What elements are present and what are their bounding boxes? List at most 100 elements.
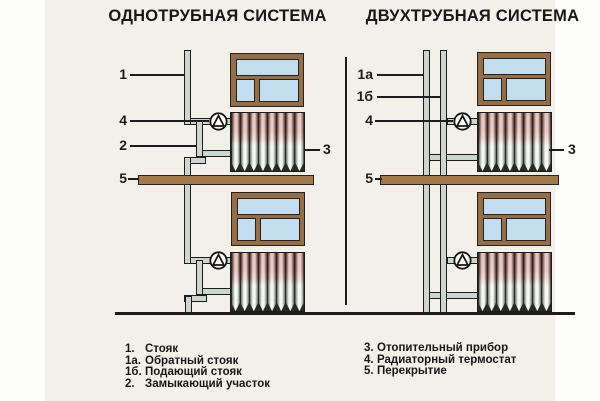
legend-item: 1. Стояк [125, 343, 270, 356]
window [477, 52, 551, 106]
callout-thermostat: 4 [365, 112, 373, 128]
radiator-section [258, 253, 267, 311]
radiator [477, 112, 552, 172]
legend-item-number: 1. [125, 343, 135, 355]
callout-bypass: 2 [119, 137, 127, 153]
radiator-section [542, 253, 551, 311]
legend-item: 3. Отопительный прибор [364, 342, 516, 355]
callout-riser: 1 [119, 66, 127, 82]
radiator-section [258, 113, 267, 171]
legend-item-number: 5. [364, 365, 374, 378]
thermostat-valve-icon [209, 112, 228, 131]
radiator-section [231, 113, 240, 171]
window-pane [483, 218, 503, 242]
radiator [230, 252, 305, 312]
radiator-section [542, 113, 551, 171]
window [477, 192, 551, 246]
legend-item-number: 4. [364, 353, 374, 366]
right-panel-title: ДВУХТРУБНАЯ СИСТЕМА [365, 7, 580, 25]
radiator-section [478, 113, 487, 171]
pipe-bypass-section [196, 260, 203, 295]
radiator-section [240, 113, 249, 171]
window [231, 192, 305, 246]
pipe-bypass-section [196, 121, 203, 157]
leader-line [375, 178, 382, 180]
window [230, 53, 304, 107]
radiator-section [249, 253, 258, 311]
radiator-section [268, 113, 277, 171]
callout-return-riser: 1а [357, 66, 373, 82]
radiator-section [231, 253, 240, 311]
leader-line [130, 120, 209, 122]
window-pane [483, 78, 503, 102]
radiator-section [533, 253, 542, 311]
legend-item-number: 3. [364, 342, 374, 354]
radiator [477, 252, 552, 312]
pipe-radiator-return [423, 292, 481, 299]
radiator-section [524, 253, 533, 311]
legend-item-text: Перекрытие [377, 365, 447, 378]
legend-item-text: Радиаторный термостат [377, 353, 517, 366]
radiator-section [286, 253, 295, 311]
thermostat-valve-icon [453, 251, 472, 270]
leader-line [128, 178, 139, 180]
legend-right: 3. Отопительный прибор 4. Радиаторный те… [364, 342, 517, 378]
legend-item: 2. Замыкающий участок [125, 378, 271, 391]
radiator [230, 112, 305, 172]
floor-slab [380, 175, 559, 185]
callout-floor: 5 [365, 170, 373, 186]
legend-item: 1а. Обратный стояк [125, 354, 270, 368]
radiator-section [240, 253, 249, 311]
ground-line [115, 312, 575, 315]
radiator-section [277, 253, 286, 311]
legend-item-text: Замыкающий участок [145, 378, 271, 391]
radiator-section [515, 253, 524, 311]
radiator-section [286, 113, 295, 171]
callout-thermostat: 4 [119, 112, 127, 128]
leader-line [377, 96, 440, 98]
radiator-section [295, 113, 304, 171]
legend-item-text: Подающий стояк [145, 366, 242, 379]
legend-item-number: 1б. [125, 366, 142, 379]
leader-line [304, 149, 320, 151]
radiator-section [515, 113, 524, 171]
radiator-section [487, 253, 496, 311]
leader-line [130, 145, 196, 147]
radiator-section [496, 253, 505, 311]
legend-item-number: 1а. [125, 354, 141, 367]
leader-line [375, 120, 453, 122]
pipe-riser [184, 157, 191, 264]
window-pane [483, 57, 546, 75]
window-pane [506, 218, 546, 242]
radiator-section [533, 113, 542, 171]
window-pane [506, 78, 546, 102]
window-pane [236, 79, 256, 103]
radiator-section [277, 113, 286, 171]
legend-item: 4. Радиаторный термостат [364, 353, 517, 367]
legend-item-text: Стояк [145, 343, 179, 355]
window-pane [236, 58, 299, 76]
window-pane [237, 218, 257, 242]
radiator-section [295, 253, 304, 311]
left-panel-title: ОДНОТРУБНАЯ СИСТЕМА [108, 7, 327, 25]
thermostat-valve-icon [453, 112, 472, 131]
thermostat-valve-icon [209, 251, 228, 270]
pipe-radiator-return [423, 154, 481, 161]
radiator-section [505, 253, 514, 311]
leader-line [549, 149, 564, 151]
legend-item: 5. Перекрытие [364, 366, 516, 378]
radiator-section [496, 113, 505, 171]
legend-item: 1б. Подающий стояк [125, 367, 270, 379]
radiator-section [268, 253, 277, 311]
legend-left: 1. Стояк 1а. Обратный стояк 1б. Подающий… [125, 343, 271, 391]
leader-line [130, 74, 184, 76]
pipe-riser [184, 50, 191, 125]
radiator-section [524, 113, 533, 171]
window-pane [237, 197, 300, 215]
callout-supply-riser: 1б [356, 88, 373, 104]
window-pane [260, 218, 300, 242]
diagram-card: ОДНОТРУБНАЯ СИСТЕМА ДВУХТРУБНАЯ СИСТЕМА [45, 0, 579, 401]
window-pane [483, 197, 546, 215]
window-pane [259, 79, 299, 103]
